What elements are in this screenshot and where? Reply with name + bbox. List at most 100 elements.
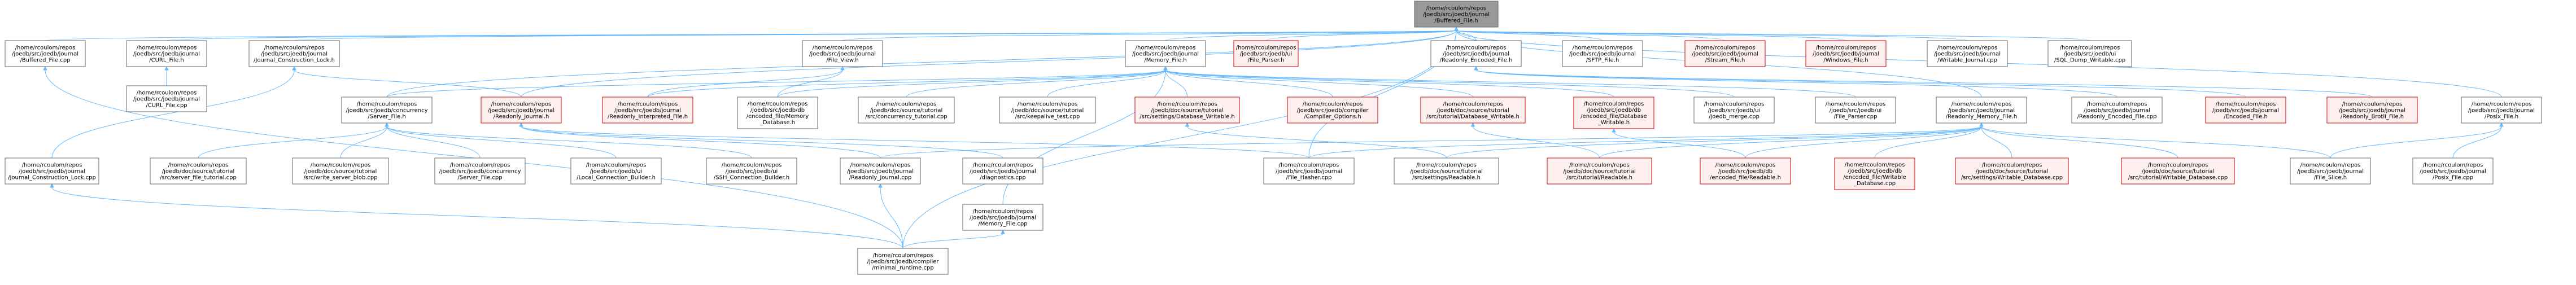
node-box <box>126 85 207 112</box>
node-box <box>1263 157 1355 185</box>
node-windows-file-h[interactable]: /home/rcoulom/repos/joedb/src/joedb/jour… <box>1805 40 1887 67</box>
node-readonly-interpreted-file-h[interactable]: /home/rcoulom/repos/joedb/src/joedb/jour… <box>602 97 693 124</box>
edge-memory_file_h-to-encoded_file_memory_database_h <box>777 70 1165 98</box>
node-readonly-memory-file-h[interactable]: /home/rcoulom/repos/joedb/src/joedb/jour… <box>1936 97 2027 124</box>
node-sql-dump-writable-cpp[interactable]: /home/rcoulom/repos/joedb/src/joedb/ui/S… <box>2047 40 2132 67</box>
node-curl-file-h[interactable]: /home/rcoulom/repos/joedb/src/joedb/jour… <box>126 40 207 67</box>
node-label-line: /home/rcoulom/repos <box>2060 45 2120 51</box>
node-compiler-options-h[interactable]: /home/rcoulom/repos/joedb/src/joedb/comp… <box>1287 97 1378 124</box>
node-readonly-brotli-file-h[interactable]: /home/rcoulom/repos/joedb/src/joedb/jour… <box>2326 97 2418 124</box>
node-label-line: /joedb/src/joedb/compiler <box>1296 108 1369 114</box>
node-label-line: /joedb/src/joedb/journal <box>2212 108 2279 114</box>
node-label-line: /joedb/src/joedb/journal <box>1132 51 1199 58</box>
node-tutorial-writable-database-cpp[interactable]: /home/rcoulom/repos/joedb/doc/source/tut… <box>2121 157 2235 185</box>
node-local-connection-builder-h[interactable]: /home/rcoulom/repos/joedb/src/joedb/ui/L… <box>570 157 662 185</box>
node-label-line: /Stream_File.h <box>1705 58 1745 64</box>
node-label-line: /home/rcoulom/repos <box>311 163 371 169</box>
node-label-line: /home/rcoulom/repos <box>1569 163 1630 169</box>
node-server-file-tutorial-cpp[interactable]: /home/rcoulom/repos/joedb/doc/source/tut… <box>150 157 247 185</box>
node-curl-file-cpp[interactable]: /home/rcoulom/repos/joedb/src/joedb/jour… <box>126 85 207 112</box>
node-ssh-connection-builder-h[interactable]: /home/rcoulom/repos/joedb/src/joedb/ui/S… <box>706 157 797 185</box>
node-label-line: /joedb/doc/source/tutorial <box>1410 169 1483 175</box>
node-label-line: /joedb/src/joedb/journal <box>133 97 200 103</box>
node-box <box>858 97 955 124</box>
node-label-line: /home/rcoulom/repos <box>1584 101 1644 107</box>
node-sftp-file-h[interactable]: /home/rcoulom/repos/joedb/src/joedb/jour… <box>1562 40 1643 67</box>
node-box <box>857 248 949 275</box>
node-diagnostics-cpp[interactable]: /home/rcoulom/repos/joedb/src/joedb/jour… <box>962 157 1044 185</box>
edge-journal_construction_lock_cpp-to-minimal_runtime_cpp <box>52 187 903 249</box>
node-write-server-blob-cpp[interactable]: /home/rcoulom/repos/joedb/doc/source/tut… <box>292 157 389 185</box>
node-encoded-file-h[interactable]: /home/rcoulom/repos/joedb/src/joedb/jour… <box>2205 97 2286 124</box>
node-memory-file-h[interactable]: /home/rcoulom/repos/joedb/src/joedb/jour… <box>1125 40 1206 67</box>
node-file-parser-h[interactable]: /home/rcoulom/repos/joedb/src/joedb/ui/F… <box>1233 40 1299 67</box>
node-posix-file-cpp[interactable]: /home/rcoulom/repos/joedb/src/joedb/jour… <box>2412 157 2494 185</box>
edge-memory_file_h-to-concurrency_tutorial_cpp <box>906 70 1165 98</box>
node-box <box>2071 97 2163 124</box>
node-writable-journal-cpp[interactable]: /home/rcoulom/repos/joedb/src/joedb/jour… <box>1927 40 2008 67</box>
edge-encoded_file_database_writable_h-to-encoded_file_readable_h <box>1614 132 1746 159</box>
node-label-line: /home/rcoulom/repos <box>722 163 782 169</box>
edge-readonly_journal_cpp-to-minimal_runtime_cpp <box>880 187 903 249</box>
node-encoded-file-memory-database-h[interactable]: /home/rcoulom/repos/joedb/src/joedb/db/e… <box>737 97 818 129</box>
node-box <box>434 157 526 185</box>
node-tutorial-readable-h[interactable]: /home/rcoulom/repos/joedb/doc/source/tut… <box>1547 157 1652 185</box>
node-label-line: /joedb/src/joedb/journal <box>1813 51 1879 58</box>
node-label-line: /joedb/src/joedb/journal <box>19 169 85 175</box>
node-label-line: /home/rcoulom/repos <box>618 102 678 108</box>
edge-journal_construction_lock_h-to-readonly_journal_h <box>294 70 522 98</box>
node-settings-database-writable-h[interactable]: /home/rcoulom/repos/joedb/doc/source/tut… <box>1134 97 1240 124</box>
node-box <box>126 40 207 67</box>
node-label-line: /home/rcoulom/repos <box>1279 163 1339 169</box>
node-stream-file-h[interactable]: /home/rcoulom/repos/joedb/src/joedb/jour… <box>1684 40 1766 67</box>
node-label-line: /joedb/src/joedb/db <box>1718 169 1772 175</box>
node-file-parser-cpp[interactable]: /home/rcoulom/repos/joedb/src/joedb/ui/F… <box>1815 97 1896 124</box>
node-file-view-h[interactable]: /home/rcoulom/repos/joedb/src/joedb/jour… <box>802 40 883 67</box>
node-settings-writable-database-cpp[interactable]: /home/rcoulom/repos/joedb/doc/source/tut… <box>1955 157 2069 185</box>
node-buffered-file-cpp[interactable]: /home/rcoulom/repos/joedb/src/joedb/jour… <box>5 40 86 67</box>
node-file-hasher-cpp[interactable]: /home/rcoulom/repos/joedb/src/joedb/jour… <box>1263 157 1355 185</box>
node-label-line: /home/rcoulom/repos <box>1937 45 1998 51</box>
node-box <box>962 204 1044 231</box>
node-server-file-cpp[interactable]: /home/rcoulom/repos/joedb/src/joedb/conc… <box>434 157 526 185</box>
node-minimal-runtime-cpp[interactable]: /home/rcoulom/repos/joedb/src/joedb/comp… <box>857 248 949 275</box>
node-readonly-journal-cpp[interactable]: /home/rcoulom/repos/joedb/src/joedb/jour… <box>840 157 921 185</box>
node-label-line: /joedb/src/joedb/journal <box>261 51 328 58</box>
node-label-line: /joedb/src/joedb/journal <box>614 108 681 114</box>
edge-readonly_encoded_file_h-to-readonly_brotli_file_h <box>1476 70 2373 98</box>
node-label-line: /joedb/doc/source/tutorial <box>1976 169 2049 175</box>
node-label-line: /home/rcoulom/repos <box>1136 45 1196 51</box>
node-posix-file-h[interactable]: /home/rcoulom/repos/joedb/src/joedb/jour… <box>2461 97 2542 124</box>
node-journal-construction-lock-h[interactable]: /home/rcoulom/repos/joedb/src/joedb/jour… <box>248 40 340 67</box>
node-label-line: /joedb/src/joedb/journal <box>970 169 1036 175</box>
node-readonly-encoded-file-h[interactable]: /home/rcoulom/repos/joedb/src/joedb/jour… <box>1430 40 1522 67</box>
node-readonly-encoded-file-cpp[interactable]: /home/rcoulom/repos/joedb/src/joedb/jour… <box>2071 97 2163 124</box>
node-joedb-merge-cpp[interactable]: /home/rcoulom/repos/joedb/src/joedb/ui/j… <box>1693 97 1775 124</box>
node-label-line: /Posix_File.cpp <box>2433 175 2473 181</box>
node-readonly-journal-h[interactable]: /home/rcoulom/repos/joedb/src/joedb/jour… <box>481 97 562 124</box>
node-file-slice-h[interactable]: /home/rcoulom/repos/joedb/src/joedb/jour… <box>2290 157 2371 185</box>
node-encoded-file-readable-h[interactable]: /home/rcoulom/repos/joedb/src/joedb/db/e… <box>1700 157 1791 185</box>
node-label-line: /joedb/doc/source/tutorial <box>2142 169 2215 175</box>
node-label-line: /home/rcoulom/repos <box>2342 102 2403 108</box>
edge-memory_file_cpp-to-minimal_runtime_cpp <box>902 234 1003 249</box>
node-server-file-h[interactable]: /home/rcoulom/repos/joedb/src/joedb/conc… <box>341 97 433 124</box>
node-label-line: /SSH_Connection_Builder.h <box>714 175 789 181</box>
node-box <box>2412 157 2494 185</box>
node-settings-readable-h[interactable]: /home/rcoulom/repos/joedb/doc/source/tut… <box>1394 157 1499 185</box>
node-box <box>1430 40 1522 67</box>
node-encoded-file-database-writable-h[interactable]: /home/rcoulom/repos/joedb/src/joedb/db/e… <box>1573 97 1654 129</box>
node-journal-construction-lock-cpp[interactable]: /home/rcoulom/repos/joedb/src/joedb/jour… <box>5 157 99 185</box>
node-keepalive-test-cpp[interactable]: /home/rcoulom/repos/joedb/doc/source/tut… <box>999 97 1096 124</box>
node-tutorial-database-writable-h[interactable]: /home/rcoulom/repos/joedb/doc/source/tut… <box>1420 97 1526 124</box>
node-label-line: /home/rcoulom/repos <box>1426 6 1487 12</box>
node-label-line: /home/rcoulom/repos <box>586 163 647 169</box>
node-box <box>1955 157 2069 185</box>
node-encoded-file-writable-database-cpp[interactable]: /home/rcoulom/repos/joedb/src/joedb/db/e… <box>1834 157 1915 190</box>
node-memory-file-cpp[interactable]: /home/rcoulom/repos/joedb/src/joedb/jour… <box>962 204 1044 231</box>
node-concurrency-tutorial-cpp[interactable]: /home/rcoulom/repos/joedb/doc/source/tut… <box>858 97 955 124</box>
edge-root-to-minimal_runtime_cpp <box>902 30 1456 249</box>
edge-memory_file_h-to-joedb_merge_cpp <box>1165 70 1735 98</box>
edge-file_view_h-to-readonly_interpreted_file_h <box>647 70 842 98</box>
node-label-line: /joedb/doc/source/tutorial <box>162 169 235 175</box>
